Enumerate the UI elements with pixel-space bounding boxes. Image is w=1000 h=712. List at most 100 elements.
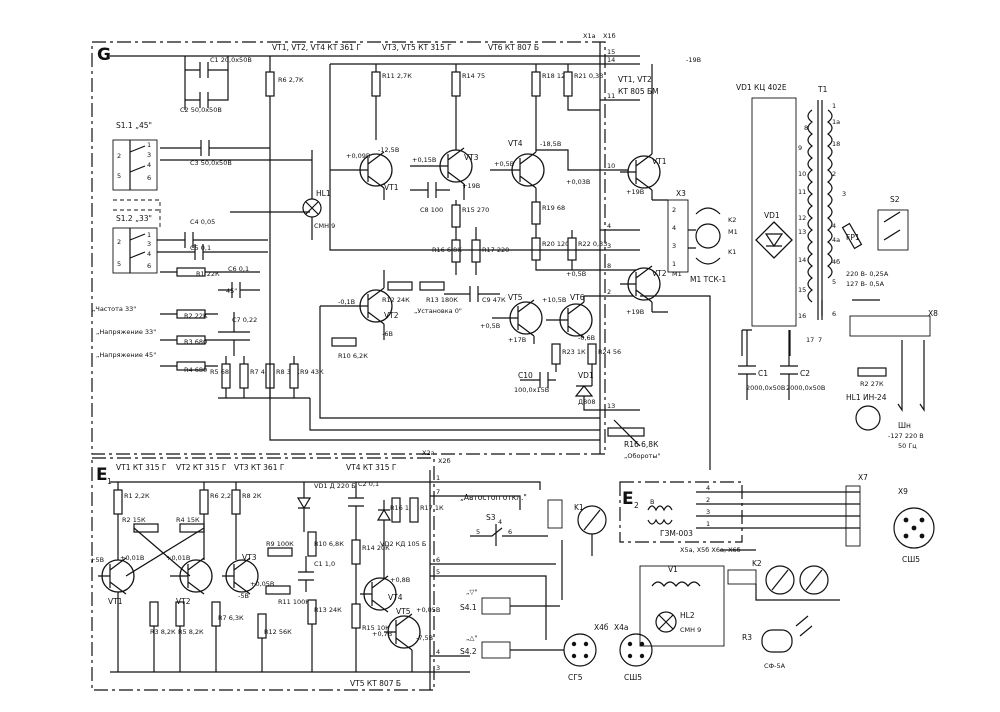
s4-1-switch[interactable] — [481, 597, 511, 615]
v-minus-19: -19В — [686, 56, 701, 64]
c3-label: C3 50,0x50В — [190, 159, 232, 167]
x2a-label: X2а — [422, 449, 435, 457]
mains-leads — [897, 340, 925, 412]
s1-1-pin-2: 2 — [117, 152, 121, 160]
hl1-label: HL1 — [316, 189, 331, 198]
r13-resistor — [419, 281, 445, 291]
e1-r3-label: R3 8,2К — [150, 628, 176, 636]
vd1-short: VD1 — [764, 211, 780, 220]
s1-2-pin-4: 4 — [147, 250, 151, 258]
e1-v-001a: +0,01В — [120, 554, 144, 562]
hl2-lamp-x — [658, 614, 674, 630]
g-header-1: VT1, VT2, VT4 КТ 361 Г — [272, 43, 361, 52]
e1-r15-label: R15 10К — [362, 624, 390, 632]
t1-pin-3: 3 — [842, 190, 846, 198]
e1-r10 — [307, 531, 317, 557]
r16-oboroty-caption: „Обороты" — [624, 452, 660, 460]
t1-pin-16: 16 — [798, 312, 806, 320]
g-v-01: -0,1В — [338, 298, 355, 306]
p-vt2-v: +19В — [626, 308, 644, 316]
x1-pin-10: 10 — [607, 162, 615, 170]
s1-1-switch[interactable] — [112, 139, 158, 191]
e1-v-75: -7,5В — [416, 634, 433, 642]
mains-freq: 50 Гц — [898, 442, 917, 450]
x9-pin-3 — [919, 517, 925, 523]
s3-pin-6: 6 — [508, 528, 512, 536]
g-left-wiring — [160, 271, 260, 367]
g-mid-wiring — [455, 200, 600, 275]
r14-resistor — [451, 71, 461, 97]
t1-pin-13: 13 — [798, 228, 806, 236]
x2-pin-5: 5 — [436, 568, 440, 576]
s3-pin-4: 4 — [498, 518, 502, 526]
x3-label: X3 — [676, 189, 686, 198]
e1-vd2-diode — [376, 500, 392, 580]
r19-resistor — [531, 201, 541, 225]
x2b-label: X2б — [438, 457, 451, 465]
e1-header-3: VT3 КТ 361 Г — [234, 463, 285, 472]
e1-r9-label: R9 100К — [266, 540, 294, 548]
p-vt2-leads — [620, 265, 653, 312]
s1-1-pin-1: 1 — [147, 141, 151, 149]
hl1-lamp-x — [305, 150, 319, 240]
g-vd1-label: VD1 — [578, 371, 594, 380]
block-e2-label: E — [622, 489, 634, 509]
r23-label: R23 1К — [562, 348, 586, 356]
x9-pin-2 — [911, 525, 917, 531]
x1a-label: X1а — [583, 32, 596, 40]
block-e2-frame — [619, 481, 743, 543]
c2-filter-label: C2 — [800, 369, 810, 378]
c10-capacitor — [520, 372, 556, 388]
g-vt4-out — [535, 149, 600, 171]
s4-1-label: S4.1 — [460, 603, 477, 612]
e1-r17 — [409, 497, 419, 523]
x1-pin-13: 13 — [607, 402, 615, 410]
fp1-fuse — [841, 222, 863, 250]
e1-r14-label: R14 20К — [362, 544, 390, 552]
e1-r1 — [113, 489, 123, 515]
e1-header-1: VT1 КТ 315 Г — [116, 463, 167, 472]
s4-2-switch[interactable] — [481, 641, 511, 659]
vt12-type-2: КТ 805 БМ — [618, 87, 659, 96]
c1-filter-label: C1 — [758, 369, 768, 378]
hl1-neon-lamp — [855, 405, 881, 431]
v1-choke — [651, 581, 701, 587]
x4b-socket — [563, 633, 597, 667]
e1-r6-label: R6 2,2К — [210, 492, 236, 500]
s2-switch[interactable] — [877, 209, 909, 251]
e1-v-5m: -5В — [238, 592, 249, 600]
g-vt2-label: VT2 — [384, 311, 399, 320]
c10-label: C10 — [518, 371, 533, 380]
r11-label: R11 2,7К — [382, 72, 412, 80]
block-e1-frame — [91, 457, 435, 691]
t1-pin-4a: 4а — [832, 236, 840, 244]
sh5-label-2: СШ5 — [902, 555, 920, 564]
s1-2-switch[interactable] — [112, 227, 158, 274]
bridge-box — [751, 97, 797, 327]
k1-label: K1 — [574, 503, 584, 512]
r14-label: R14 75 — [462, 72, 485, 80]
x1-pin-11: 11 — [607, 92, 615, 100]
e1-r1-label: R1 2,2К — [124, 492, 150, 500]
c9-label: C9 47К — [482, 296, 506, 304]
vt12-type-1: VT1, VT2 — [618, 75, 652, 84]
x4a-pin-3 — [639, 641, 645, 647]
s3-pin-5: 5 — [476, 528, 480, 536]
gzm-b: В — [650, 498, 654, 506]
s3-switch[interactable] — [470, 524, 520, 546]
x8-label: X8 — [928, 309, 938, 318]
k1-relay-coil — [547, 499, 563, 529]
e1-header-2: VT2 КТ 315 Г — [176, 463, 227, 472]
t1-pin-11: 11 — [798, 188, 806, 196]
sh5-label-1: СШ5 — [624, 673, 642, 682]
s1-2-label: S1.2 „33" — [116, 214, 152, 223]
x2-pin-3: 3 — [436, 664, 440, 672]
g-v-125: -12,5В — [378, 146, 399, 154]
e1-internal-wiring — [117, 482, 357, 672]
t1-pin-6: 6 — [832, 310, 836, 318]
k2-label: K2 — [752, 559, 762, 568]
x1-pin-15: 15 — [607, 48, 615, 56]
e1-v-08: +0,8В — [390, 576, 410, 584]
